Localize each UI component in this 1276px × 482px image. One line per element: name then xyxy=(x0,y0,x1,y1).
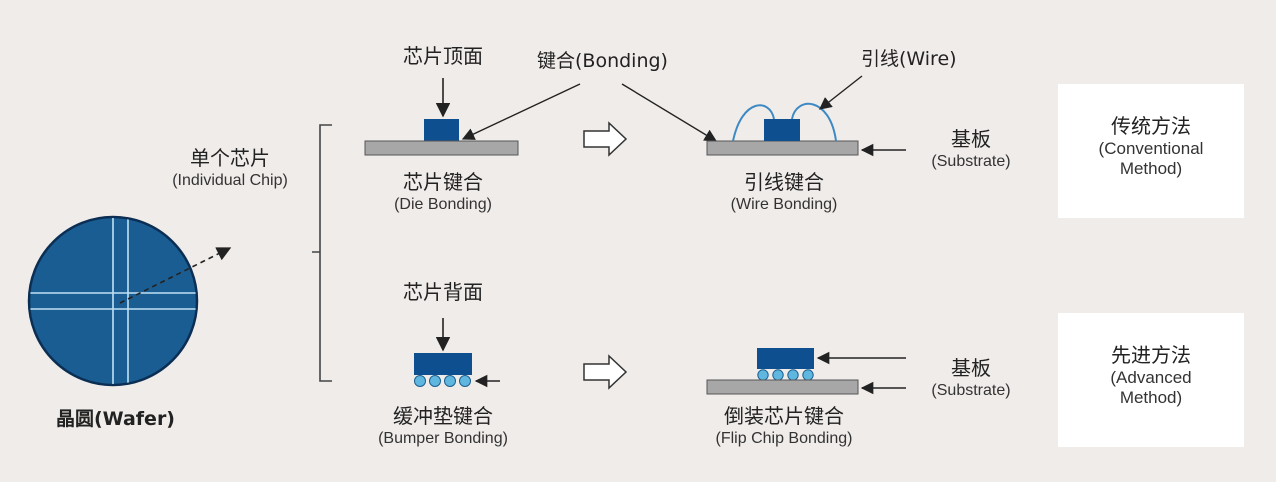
wire-bonding-zh: 引线键合 xyxy=(743,170,824,194)
flip-chip-balls xyxy=(757,369,814,381)
individual-chip-label: 单个芯片 (Individual Chip) xyxy=(172,146,288,191)
bumper-bonding-en: (Bumper Bonding) xyxy=(378,430,508,447)
substrate-label-1: 基板 (Substrate) xyxy=(931,127,1010,172)
wafer-icon xyxy=(27,215,199,387)
wire-bonding-label: 引线键合 (Wire Bonding) xyxy=(731,170,838,215)
conventional-method-box: 传统方法 (Conventional Method) xyxy=(1058,84,1244,218)
bumper-bonding-zh: 缓冲垫键合 xyxy=(393,404,493,428)
wire-right xyxy=(791,102,837,142)
wafer-label: 晶圆(Wafer) xyxy=(56,408,175,430)
bumper-bonding-label: 缓冲垫键合 (Bumper Bonding) xyxy=(378,404,508,449)
wire-bonding-en: (Wire Bonding) xyxy=(730,196,838,213)
advanced-method-en-line1: (Advanced xyxy=(1110,368,1192,387)
die-bonding-label: 芯片键合 (Die Bonding) xyxy=(394,170,492,215)
substrate-1-en: (Substrate) xyxy=(931,153,1011,170)
hollow-arrow-top xyxy=(583,121,628,157)
flip-chip-bonding-en: (Flip Chip Bonding) xyxy=(715,430,853,447)
bonding-arrow-right xyxy=(621,83,718,142)
individual-chip-en: (Individual Chip) xyxy=(172,172,288,189)
flip-chip-bonding-zh: 倒装芯片键合 xyxy=(723,404,844,428)
wire-substrate xyxy=(706,140,859,156)
die-chip xyxy=(424,119,459,141)
conventional-method-en-line2: Method) xyxy=(1119,159,1183,179)
bumper-balls xyxy=(414,375,471,387)
conventional-method-en-line1: (Conventional xyxy=(1098,139,1204,158)
substrate-2-zh: 基板 xyxy=(950,356,991,380)
flip-chip-bonding-label: 倒装芯片键合 (Flip Chip Bonding) xyxy=(716,404,853,449)
advanced-method-zh: 先进方法 xyxy=(1111,343,1191,367)
flip-chip xyxy=(757,348,814,369)
wire-left xyxy=(732,104,775,142)
advanced-method-en-line2: Method) xyxy=(1119,388,1183,408)
bonding-label: 键合(Bonding) xyxy=(537,50,668,72)
wafer-dashed-arrow xyxy=(119,247,232,304)
flip-substrate xyxy=(706,379,859,395)
substrate-label-2: 基板 (Substrate) xyxy=(931,356,1010,401)
substrate-2-en: (Substrate) xyxy=(931,382,1011,399)
bumper-chip xyxy=(414,353,472,375)
bracket xyxy=(312,124,332,382)
substrate-1-zh: 基板 xyxy=(950,127,991,151)
wire-label: 引线(Wire) xyxy=(861,48,957,70)
chip-top-label: 芯片顶面 xyxy=(403,44,483,68)
advanced-method-box: 先进方法 (Advanced Method) xyxy=(1058,313,1244,447)
wire-chip xyxy=(764,119,800,141)
chip-back-label: 芯片背面 xyxy=(403,280,483,304)
bonding-arrow-left xyxy=(461,83,581,140)
wire-label-arrow xyxy=(819,75,863,110)
conventional-method-zh: 传统方法 xyxy=(1111,114,1191,138)
die-bonding-en: (Die Bonding) xyxy=(394,196,492,213)
hollow-arrow-bottom xyxy=(583,354,628,390)
die-substrate xyxy=(364,140,519,156)
individual-chip-zh: 单个芯片 xyxy=(189,146,270,170)
die-bonding-zh: 芯片键合 xyxy=(402,170,483,194)
